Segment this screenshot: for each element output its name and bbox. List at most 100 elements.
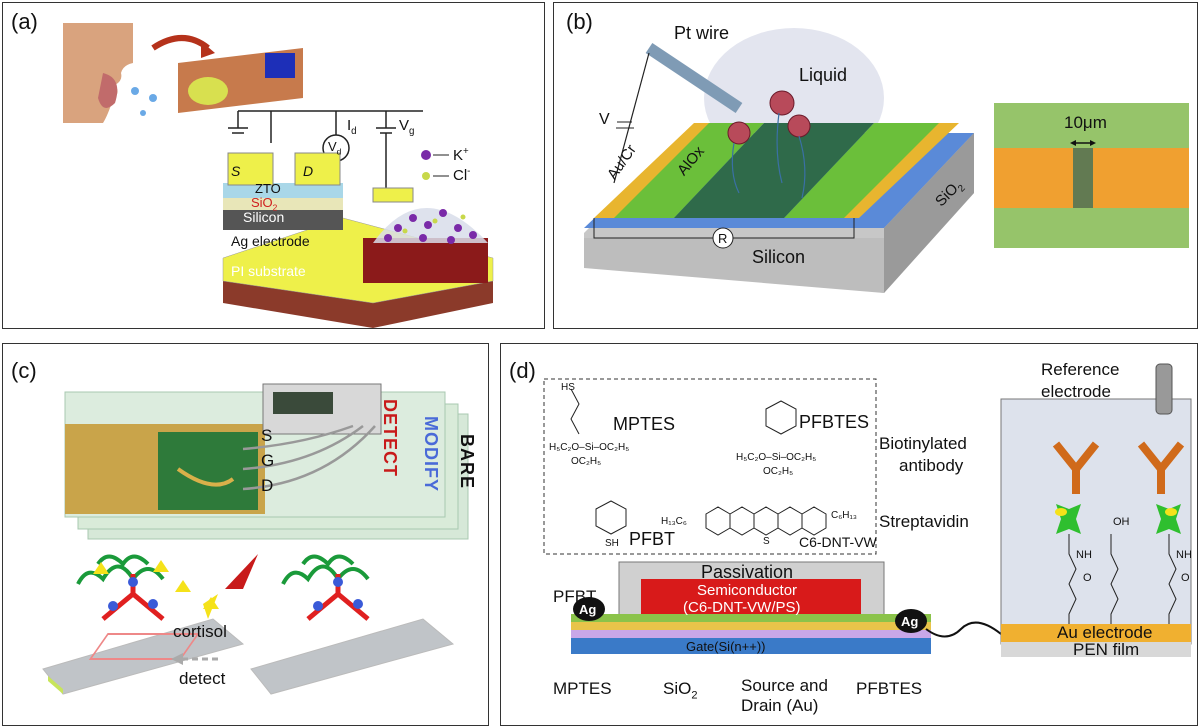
pen-film [1001, 642, 1191, 657]
panel-a: (a) [2, 2, 545, 329]
pt-wire-label: Pt wire [674, 23, 730, 43]
droplet [140, 110, 146, 116]
sio2-label: SiO2 [251, 195, 278, 213]
pfbt-layer [571, 614, 931, 622]
biotin-label: Biotinylated [879, 434, 967, 453]
sensor-pad [188, 77, 228, 105]
mptes-label: MPTES [613, 414, 676, 434]
chip [265, 53, 295, 78]
gate-layer [571, 638, 931, 654]
ag-right-label: Ag [901, 614, 919, 629]
zto-layer [223, 183, 343, 198]
chem-h13c6: H₁₃C₆ [661, 516, 687, 527]
chem-sh: SH [605, 538, 619, 549]
chem-oc-mptes: OC₂H₅ [571, 456, 602, 467]
ag-contact-left [573, 597, 605, 621]
channel [674, 123, 874, 218]
micro-electrode-left [994, 148, 1074, 208]
source-drain-electrodes [571, 622, 931, 630]
nh-label-1: NH [1076, 549, 1092, 561]
d-terminal-label: D [261, 476, 274, 495]
chem-si-mptes: H₅C₂O–Si–OC₂H₅ [549, 442, 630, 453]
au-electrode-label: Au electrode [1057, 623, 1153, 642]
g-terminal-label: G [261, 451, 275, 470]
nh-label-2: NH [1176, 549, 1192, 561]
detect-arrow-label: detect [179, 669, 226, 688]
reference-electrode [1155, 363, 1173, 415]
sio2-layer [571, 630, 931, 638]
streptavidin-label: Streptavidin [879, 512, 969, 531]
pfbt-label: PFBT [629, 529, 676, 549]
gate-pad [372, 187, 414, 203]
chem-hs: HS [561, 382, 575, 393]
sio2-layer [223, 198, 343, 210]
source-block [227, 152, 274, 186]
c6dnt-label: C6-DNT-VW [799, 534, 877, 550]
passivation-label: Passivation [701, 562, 794, 582]
pt-wire [645, 43, 743, 113]
droplet [131, 87, 139, 95]
semiconductor-label: Semiconductor [697, 582, 798, 599]
chem-oc-pfbtes: OC₂H₅ [763, 466, 794, 477]
mptes-bottom-label: MPTES [553, 679, 612, 698]
legend-cl-dot [422, 172, 430, 180]
semiconductor-label-2: (C6-DNT-VW/PS) [683, 599, 801, 616]
oh-label: OH [1113, 516, 1130, 528]
cortisol-label: cortisol [173, 622, 227, 641]
silicon-layer [223, 208, 343, 230]
sensing-chamber [1000, 398, 1192, 645]
bare-label: BARE [457, 434, 477, 490]
panel-a-label: (a) [11, 9, 38, 34]
o-label-1: O [1083, 572, 1092, 584]
molecule-box [543, 378, 877, 555]
red-arrow [225, 554, 258, 589]
alox-right [784, 123, 939, 218]
panel-b: (b) Pt wire [553, 2, 1198, 329]
alox-left [614, 123, 764, 218]
panel-c-label: (c) [11, 358, 37, 383]
tongue [98, 73, 118, 108]
o-label-2: O [1181, 572, 1190, 584]
drain-label: D [303, 163, 314, 179]
sio2-bottom-label: SiO2 [663, 679, 698, 702]
droplet [149, 94, 157, 102]
pen-film-label: PEN film [1073, 640, 1140, 659]
panel-c: (c) [2, 343, 489, 726]
voltage-label: V [599, 111, 610, 128]
legend-k-dot [421, 150, 431, 160]
gate-block [363, 238, 488, 283]
face-profile [63, 23, 133, 123]
vd-label: Vd [328, 139, 342, 157]
legend-k-label: K+ [453, 146, 469, 164]
silicon-label: Silicon [243, 209, 285, 225]
resistor-symbol [712, 227, 734, 249]
legend-cl-label: Cl- [453, 166, 471, 184]
modify-label: MODIFY [421, 416, 441, 492]
panel-d: (d) [500, 343, 1198, 726]
scale-bar-label: 10μm [1064, 113, 1107, 132]
s-terminal-label: S [261, 426, 273, 445]
pi-substrate-label: PI substrate [231, 263, 306, 279]
panel-b-illustration [584, 28, 1189, 293]
pfbtes-label: PFBTES [799, 412, 870, 432]
ag-left-label: Ag [579, 602, 597, 617]
panel-a-illustration [63, 23, 494, 328]
device-right [250, 618, 455, 695]
gate-label: Gate(Si(n++)) [686, 639, 766, 654]
detect-label: DETECT [380, 399, 400, 477]
ag-contact-right [895, 609, 927, 633]
curved-arrow [151, 35, 210, 51]
zto-label: ZTO [255, 181, 281, 196]
drain-block [294, 152, 341, 186]
silicon-label-b: Silicon [752, 247, 806, 267]
cortisol-icon [203, 594, 218, 619]
micro-electrode-right [1092, 148, 1189, 208]
reference-label: Reference [1041, 360, 1120, 379]
ag-electrode-label: Ag electrode [231, 233, 310, 249]
gap [1073, 148, 1093, 208]
liquid-label: Liquid [799, 65, 848, 85]
chem-si-pfbtes: H₅C₂O–Si–OC₂H₅ [736, 452, 817, 463]
id-label: Id [347, 117, 357, 137]
source-drain-label-2: Drain (Au) [741, 696, 819, 715]
reference-label-2: electrode [1041, 382, 1111, 401]
